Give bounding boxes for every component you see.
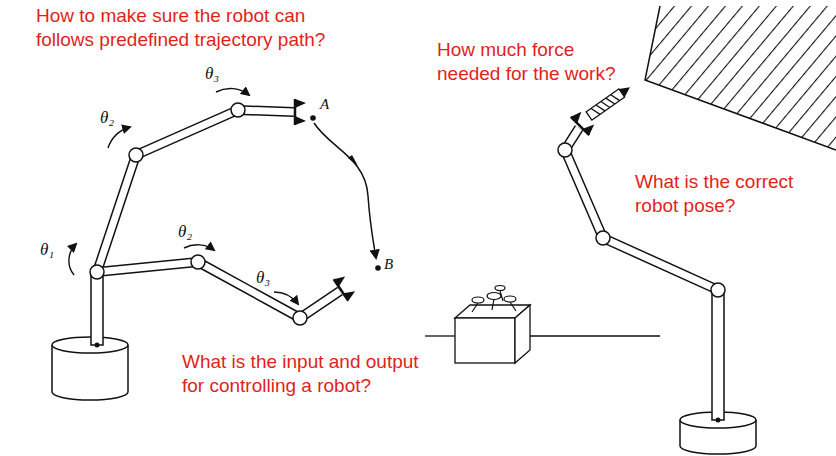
arm-link-outline — [97, 110, 294, 272]
theta3-arrow — [216, 88, 249, 95]
question-note: How much force needed for the work? — [437, 38, 627, 86]
base-dot — [95, 343, 100, 348]
parts-bin — [425, 286, 660, 364]
joint — [293, 311, 307, 325]
joint-angle: θ₂ — [178, 222, 192, 242]
floor-line — [530, 335, 660, 336]
screw-shank — [510, 302, 516, 311]
joint-angle: θ₃ — [256, 268, 270, 288]
joint — [711, 283, 725, 297]
rotation-arrows — [69, 88, 298, 304]
gripper-jaw — [583, 121, 597, 135]
arm-link-fill — [97, 110, 294, 272]
screw-thread — [591, 92, 620, 116]
question-note: What is the input and output for control… — [182, 350, 432, 398]
arm-link-outline — [97, 262, 340, 318]
theta1-arrow — [69, 244, 76, 275]
theta2-arrow — [184, 245, 214, 250]
joint — [596, 231, 610, 245]
right-robot — [558, 83, 756, 454]
screw — [586, 83, 633, 120]
base-dot — [716, 418, 721, 423]
arm-link-fill — [97, 262, 340, 318]
gripper-jaw — [295, 116, 306, 125]
screw-body — [586, 89, 625, 120]
screws — [472, 286, 516, 313]
joint-angle: θ₁ — [40, 240, 54, 260]
screw-tip — [619, 83, 633, 97]
gripper — [334, 273, 358, 301]
box-front — [455, 318, 515, 363]
base-top — [52, 337, 128, 353]
trajectory — [310, 115, 381, 271]
theta2-arrow — [108, 127, 130, 148]
arm-pose-a — [97, 99, 306, 272]
joint-angle: θ₂ — [100, 108, 114, 128]
gripper — [295, 99, 306, 125]
joint-angle: θ₃ — [205, 64, 219, 84]
screw-head — [472, 297, 484, 303]
screw-shank — [472, 303, 478, 312]
point-b — [375, 265, 381, 271]
joint — [129, 148, 143, 162]
wall-surface — [645, 6, 836, 150]
trajectory-path — [314, 123, 376, 258]
arm-pose-b — [97, 255, 357, 325]
floor-line — [425, 335, 455, 336]
wall — [645, 6, 836, 150]
question-note: How to make sure the robot can follows p… — [36, 4, 356, 52]
screw-head — [504, 296, 516, 302]
box-side — [515, 305, 530, 363]
trajectory-arrowhead — [348, 155, 358, 166]
question-note: What is the correct robot pose? — [635, 170, 820, 218]
gripper-jaw — [334, 273, 348, 287]
screw-head — [487, 293, 501, 300]
gripper-jaw — [295, 99, 306, 108]
point-a — [310, 115, 316, 121]
joint — [231, 103, 245, 117]
left-robot-base — [52, 272, 128, 400]
base-post — [91, 272, 103, 345]
wall-hatching — [645, 6, 836, 150]
screw-shank — [492, 299, 494, 310]
shoulder-joint — [90, 265, 104, 279]
screw-shank — [500, 291, 503, 301]
joint — [558, 143, 572, 157]
gripper-jaw — [571, 109, 585, 123]
joint — [191, 255, 205, 269]
theta3-arrow — [274, 292, 298, 304]
gripper-jaw — [343, 287, 357, 301]
base-post — [712, 290, 724, 420]
screw-head — [495, 286, 505, 291]
point-label: B — [384, 256, 393, 273]
point-label: A — [320, 96, 329, 113]
